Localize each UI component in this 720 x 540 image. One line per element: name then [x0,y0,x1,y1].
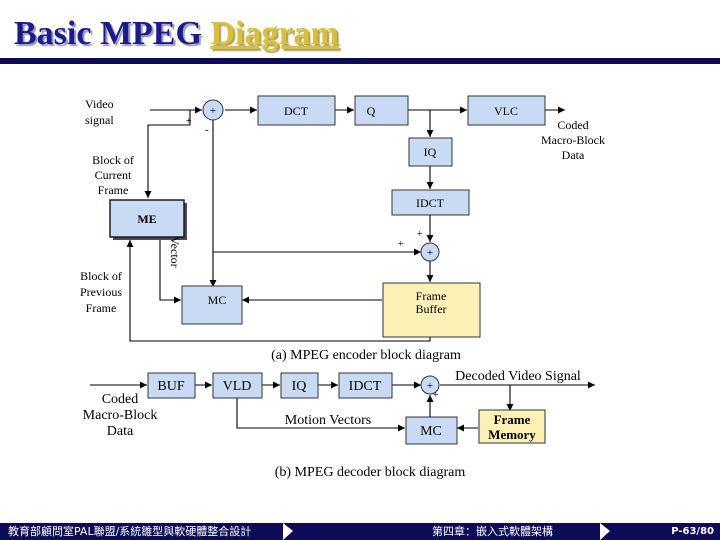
motion-vectors-label: Motion Vectors [285,413,371,428]
current-frame-label-2: Current [95,168,132,182]
encoder-mc-label: MC [208,293,227,307]
previous-frame-label-1: Block of [80,269,122,283]
encoder-plus-sign-top: + [417,229,423,240]
encoder-iq-box [408,137,453,167]
decoder-input-label-2: Macro-Block [83,408,158,423]
coded-output-label-3: Data [562,148,585,162]
add-node-symbol: + [427,247,433,259]
me-label: ME [137,212,156,226]
encoder-minus-sign: - [205,124,209,136]
decoder-caption: (b) MPEG decoder block diagram [275,465,466,480]
coded-output-label-2: Macro-Block [541,133,605,147]
encoder-dct-box [257,95,336,126]
decoder-idct-label: IDCT [349,379,382,394]
decoder-add-node [420,375,440,395]
decoder-add-plus-sign: + [433,390,439,401]
vld-label: VLD [223,379,252,394]
frame-memory-label-1: Frame [494,412,531,427]
q-label: Q [367,104,376,118]
dct-label: DCT [284,104,309,118]
coded-output-label-1: Coded [557,118,588,132]
encoder-mc-box [181,285,243,325]
previous-frame-label-2: Previous [80,285,122,299]
vlc-label: VLC [494,104,518,118]
encoder-me-box [109,199,185,238]
encoder-q-box [354,95,409,126]
encoder-vlc-box [467,95,546,126]
encoder-add-node [420,242,440,262]
encoder-plus-sign-left: + [398,239,404,250]
decoder-idct-box [338,372,393,399]
decoder-iq-box [280,372,319,399]
footer-chevron-icon [600,523,610,540]
title-rule [0,58,720,64]
footer-course-text: 教育部顧問室PAL聯盟/系統雛型與軟硬體整合設計 [8,525,252,538]
decoder-mc-label: MC [420,424,442,439]
current-frame-label-1: Block of [92,153,134,167]
frame-buffer-label-1: Frame [416,289,447,303]
current-frame-label-3: Frame [98,183,129,197]
encoder-frame-buffer-box [382,282,481,338]
encoder-idct-label: IDCT [416,196,445,210]
decoder-frame-memory-box [478,409,546,444]
decoder-vld-box [212,372,263,399]
mpeg-block-diagram: DCT Q VLC IQ IDCT ME MC Frame Buffer Vid… [80,95,605,480]
encoder-plus-sign: + [186,116,192,127]
page-title: Basic MPEG Diagram [14,14,339,54]
encoder-idct-box [391,189,470,216]
title-part-diagram: Diagram [210,15,339,52]
video-signal-label-2: signal [85,113,114,127]
video-signal-label-1: Video [85,97,114,111]
title-part-basic-mpeg: Basic MPEG [14,15,211,52]
footer-chevron-icon [283,523,293,540]
previous-frame-label-3: Frame [86,301,117,315]
decoder-buf-box [147,372,196,399]
encoder-subtract-node [202,99,224,121]
decoder-iq-label: IQ [292,379,307,394]
decoder-add-node-symbol: + [427,380,433,392]
page-number: P-63/80 [671,526,714,537]
decoder-input-label-1: Coded [102,392,139,407]
decoder-mc-box [405,416,458,445]
frame-buffer-label-2: Buffer [415,302,446,316]
subtract-node-symbol: + [210,105,216,117]
footer-bar: 教育部顧問室PAL聯盟/系統雛型與軟硬體整合設計 第四章：嵌入式軟體架構 P-6… [0,523,720,540]
footer-chapter-text: 第四章：嵌入式軟體架構 [432,525,553,538]
frame-memory-label-2: Memory [488,427,536,442]
encoder-caption: (a) MPEG encoder block diagram [271,348,461,363]
encoder-iq-label: IQ [424,145,437,159]
vector-label: Vector [168,236,182,267]
decoded-video-signal-label: Decoded Video Signal [455,369,581,384]
decoder-input-label-3: Data [107,424,134,439]
buf-label: BUF [157,379,184,394]
